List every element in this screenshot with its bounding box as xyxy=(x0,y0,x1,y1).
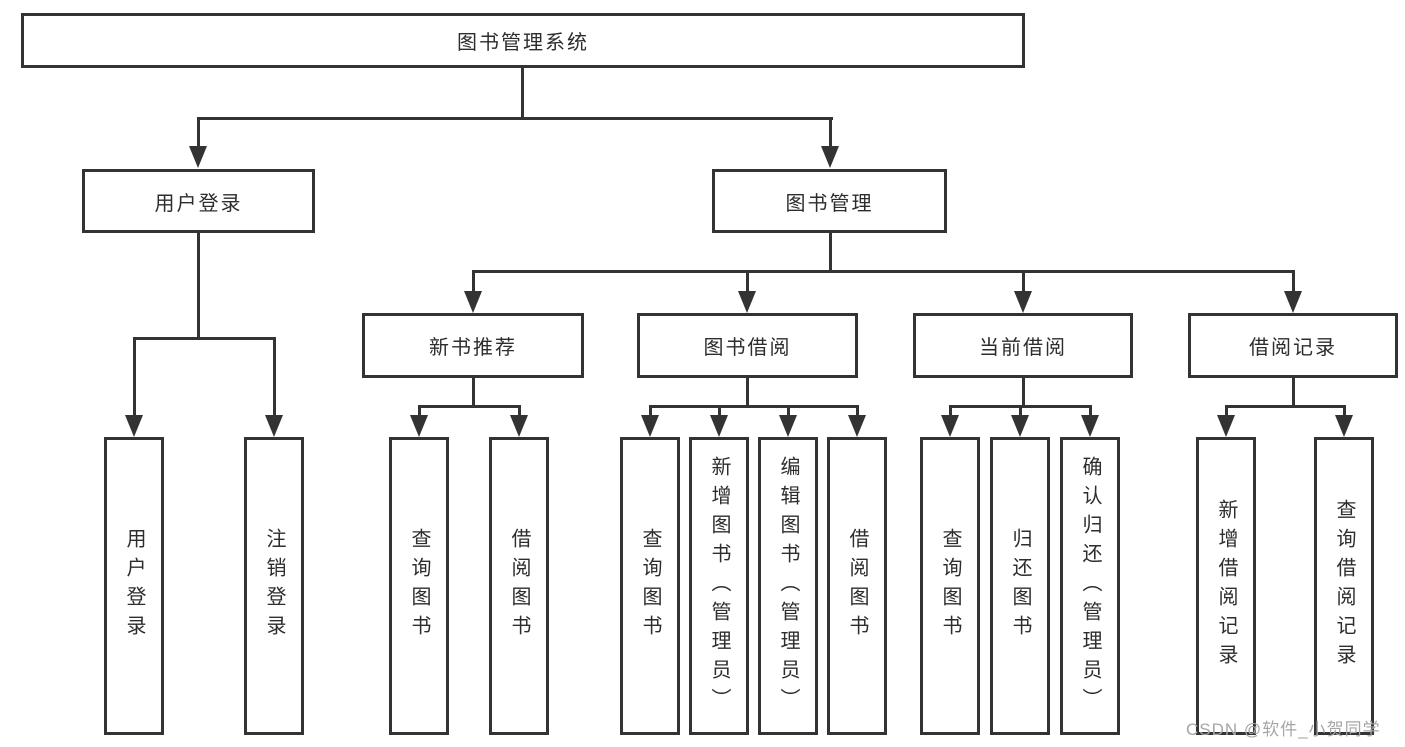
node-borrow-record: 借阅记录 xyxy=(1188,313,1398,378)
leaf-record-add: 新增借阅记录 xyxy=(1196,437,1256,735)
arrowhead-icon xyxy=(189,146,207,168)
arrowhead-icon xyxy=(410,415,428,437)
node-current-borrow-label: 当前借阅 xyxy=(979,337,1067,359)
connector-book-mgmt-drop-1 xyxy=(472,270,475,293)
connector-root-drop-right xyxy=(829,117,832,150)
connector-borrow-record-rail xyxy=(1225,405,1346,408)
node-book-management-label: 图书管理 xyxy=(785,192,874,215)
arrowhead-icon xyxy=(1011,415,1029,437)
leaf-current-return-label: 归还图书 xyxy=(1009,528,1031,644)
arrowhead-icon xyxy=(1014,291,1032,313)
connector-borrow-record-drop-1 xyxy=(1225,405,1228,419)
arrowhead-icon xyxy=(265,415,283,437)
connector-current-borrow-stem xyxy=(1022,378,1025,408)
leaf-user-login: 用户登录 xyxy=(104,437,164,735)
leaf-logout-label: 注销登录 xyxy=(263,528,285,644)
connector-user-login-drop-1 xyxy=(133,337,136,417)
connector-user-login-stem xyxy=(197,233,200,340)
node-root: 图书管理系统 xyxy=(21,13,1025,68)
connector-new-book-stem xyxy=(472,378,475,408)
leaf-record-add-label: 新增借阅记录 xyxy=(1215,499,1237,673)
connector-root-rail xyxy=(197,117,833,120)
connector-current-borrow-drop-3 xyxy=(1089,405,1092,419)
arrowhead-icon xyxy=(125,415,143,437)
arrowhead-icon xyxy=(821,146,839,168)
connector-book-mgmt-rail xyxy=(472,270,1295,273)
connector-current-borrow-drop-2 xyxy=(1019,405,1022,419)
connector-book-mgmt-drop-4 xyxy=(1292,270,1295,293)
connector-book-borrow-drop-3 xyxy=(787,405,790,419)
leaf-borrow-query-label: 查询图书 xyxy=(639,528,661,644)
leaf-borrow-add: 新增图书（管理员） xyxy=(689,437,749,735)
arrowhead-icon xyxy=(779,415,797,437)
connector-new-book-drop-1 xyxy=(418,405,421,419)
node-borrow-record-label: 借阅记录 xyxy=(1249,337,1337,359)
node-new-book-recommend-label: 新书推荐 xyxy=(429,337,517,359)
leaf-borrow-book-label: 借阅图书 xyxy=(846,528,868,644)
leaf-borrow-query: 查询图书 xyxy=(620,437,680,735)
arrowhead-icon xyxy=(710,415,728,437)
connector-new-book-rail xyxy=(418,405,521,408)
leaf-newbook-borrow: 借阅图书 xyxy=(489,437,549,735)
connector-user-login-drop-2 xyxy=(273,337,276,417)
csdn-watermark: CSDN @软件_小贺同学 xyxy=(1186,720,1381,739)
arrowhead-icon xyxy=(641,415,659,437)
node-new-book-recommend: 新书推荐 xyxy=(362,313,584,378)
leaf-borrow-edit: 编辑图书（管理员） xyxy=(758,437,818,735)
connector-user-login-rail xyxy=(133,337,276,340)
node-book-borrow: 图书借阅 xyxy=(637,313,858,378)
leaf-logout: 注销登录 xyxy=(244,437,304,735)
leaf-current-query: 查询图书 xyxy=(920,437,980,735)
connector-book-mgmt-drop-2 xyxy=(746,270,749,293)
arrowhead-icon xyxy=(510,415,528,437)
leaf-borrow-book: 借阅图书 xyxy=(827,437,887,735)
arrowhead-icon xyxy=(1284,291,1302,313)
connector-new-book-drop-2 xyxy=(518,405,521,419)
leaf-newbook-borrow-label: 借阅图书 xyxy=(508,528,530,644)
node-user-login: 用户登录 xyxy=(82,169,315,233)
leaf-current-confirm-return: 确认归还（管理员） xyxy=(1060,437,1120,735)
node-current-borrow: 当前借阅 xyxy=(913,313,1133,378)
node-user-login-label: 用户登录 xyxy=(154,192,243,215)
leaf-newbook-query-label: 查询图书 xyxy=(408,528,430,644)
connector-book-borrow-rail xyxy=(649,405,859,408)
leaf-user-login-label: 用户登录 xyxy=(123,528,145,644)
arrowhead-icon xyxy=(1081,415,1099,437)
arrowhead-icon xyxy=(738,291,756,313)
leaf-record-query: 查询借阅记录 xyxy=(1314,437,1374,735)
connector-book-borrow-drop-2 xyxy=(718,405,721,419)
leaf-borrow-add-label: 新增图书（管理员） xyxy=(708,455,730,717)
connector-borrow-record-stem xyxy=(1292,378,1295,408)
connector-book-borrow-drop-1 xyxy=(649,405,652,419)
leaf-newbook-query: 查询图书 xyxy=(389,437,449,735)
connector-current-borrow-drop-1 xyxy=(949,405,952,419)
arrowhead-icon xyxy=(1217,415,1235,437)
arrowhead-icon xyxy=(848,415,866,437)
node-root-label: 图书管理系统 xyxy=(457,32,589,54)
connector-book-mgmt-drop-3 xyxy=(1022,270,1025,293)
connector-book-borrow-stem xyxy=(746,378,749,408)
connector-root-drop-left xyxy=(197,117,200,150)
leaf-current-return: 归还图书 xyxy=(990,437,1050,735)
leaf-current-confirm-return-label: 确认归还（管理员） xyxy=(1079,455,1101,717)
arrowhead-icon xyxy=(1335,415,1353,437)
leaf-record-query-label: 查询借阅记录 xyxy=(1333,499,1355,673)
leaf-current-query-label: 查询图书 xyxy=(939,528,961,644)
connector-book-mgmt-stem xyxy=(829,233,832,273)
node-book-borrow-label: 图书借阅 xyxy=(703,337,792,359)
connector-book-borrow-drop-4 xyxy=(856,405,859,419)
connector-root-stem xyxy=(521,68,524,120)
connector-borrow-record-drop-2 xyxy=(1343,405,1346,419)
node-book-management: 图书管理 xyxy=(712,169,947,233)
arrowhead-icon xyxy=(941,415,959,437)
leaf-borrow-edit-label: 编辑图书（管理员） xyxy=(777,455,799,717)
arrowhead-icon xyxy=(464,291,482,313)
